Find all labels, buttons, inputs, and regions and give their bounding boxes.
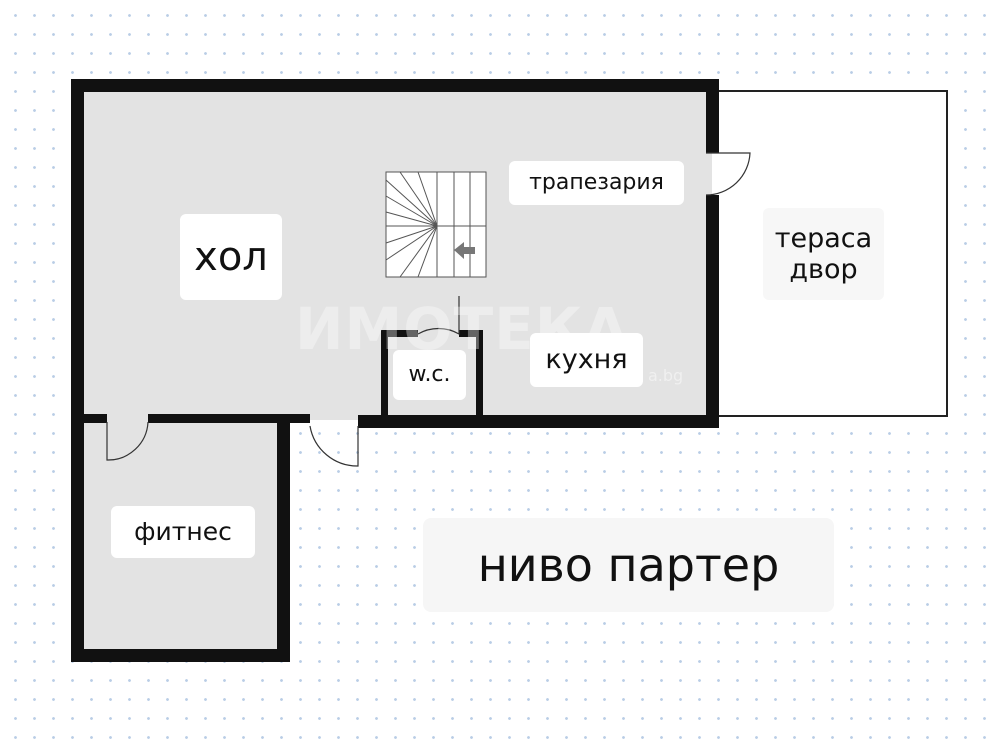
terrace-label-line2: двор [789, 254, 858, 285]
room-label-hall: хол [180, 214, 282, 300]
doors [106, 152, 751, 467]
room-label-wc: w.c. [393, 350, 466, 400]
room-label-fitness: фитнес [111, 506, 255, 558]
stair-direction-arrow-icon [454, 242, 475, 259]
entry-door-swing [309, 425, 359, 467]
room-label-terrace: тераса двор [763, 208, 884, 300]
room-label-kitchen: кухня [530, 333, 643, 387]
level-title: ниво партер [423, 518, 834, 612]
staircase [385, 171, 487, 278]
room-label-dining: трапезария [509, 161, 684, 205]
terrace-label-line1: тераса [774, 222, 873, 254]
wc-door-swing [417, 296, 460, 336]
walls [71, 79, 719, 662]
terrace-door-swing [705, 152, 751, 196]
fitness-door-swing [106, 421, 149, 461]
